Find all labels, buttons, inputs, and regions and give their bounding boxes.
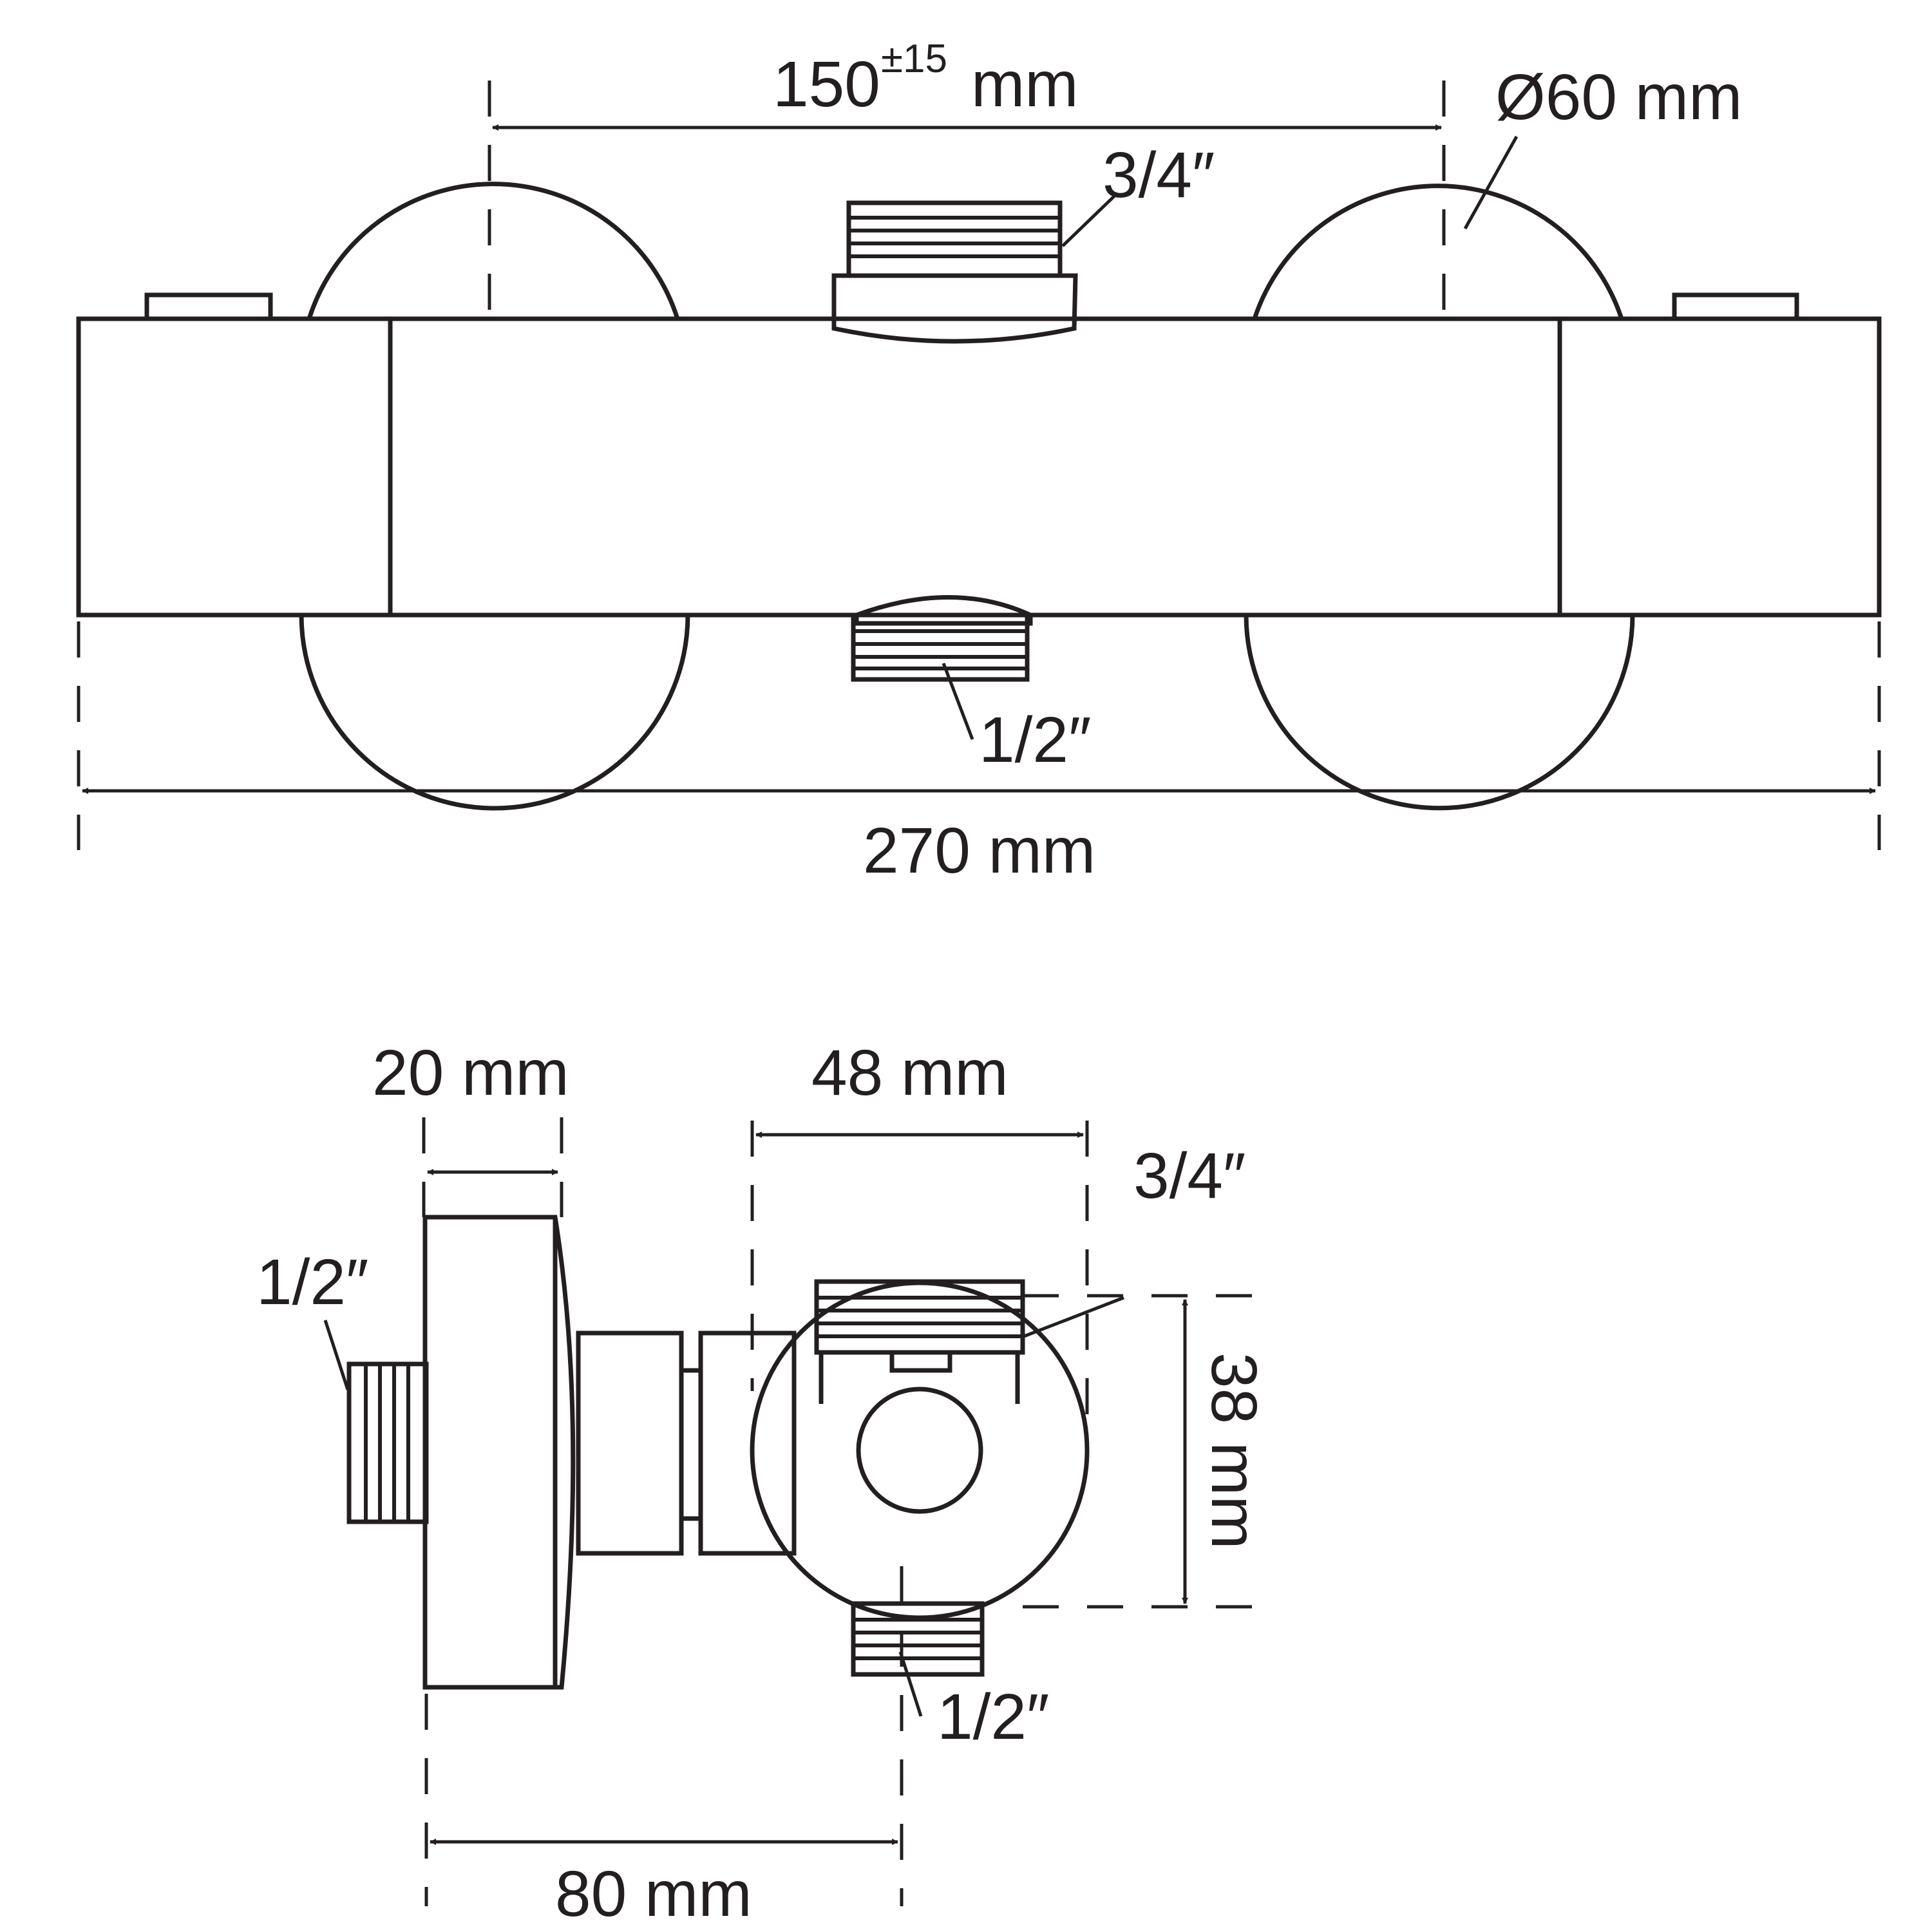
side-inlet-fitting [346, 1361, 429, 1524]
valve-body [76, 316, 1882, 618]
side-top-label: 3/4″ [1133, 1140, 1245, 1212]
top-outlet-label: 3/4″ [1103, 139, 1215, 211]
knob-side-inner [856, 1387, 983, 1514]
front-view: 150 ±15 mm Ø60 mm 3/4″ 1/2″ 270 mm [76, 37, 1882, 887]
width-label: 48 mm [811, 1037, 1009, 1109]
length-label: 270 mm [863, 815, 1095, 887]
side-bottom-label: 1/2″ [937, 1681, 1049, 1753]
diameter-leader [1463, 135, 1519, 230]
spacing-label: 150 [773, 48, 880, 120]
projection-label: 80 mm [555, 1858, 752, 1930]
bottom-inlet-fitting [851, 595, 1033, 682]
diameter-label: Ø60 mm [1495, 61, 1742, 133]
bottom-inlet-label: 1/2″ [979, 704, 1091, 776]
neck-ring [679, 1368, 703, 1521]
left-knob-top [307, 182, 680, 320]
side-inlet-leader [323, 1320, 350, 1390]
top-outlet-fitting [831, 200, 1078, 344]
left-cap-tab [144, 292, 273, 321]
depth-label: 20 mm [372, 1037, 569, 1109]
side-bottom-fitting [851, 1601, 985, 1677]
neck-block [576, 1331, 684, 1556]
side-bottom-leader [898, 1651, 923, 1717]
right-knob-top [1252, 184, 1624, 320]
spacing-tolerance: ±15 [881, 37, 947, 81]
body-side [698, 1331, 797, 1556]
spacing-unit: mm [971, 48, 1079, 120]
height-label: 38 mm [1198, 1352, 1270, 1549]
top-outlet-leader [1061, 192, 1119, 247]
wall-plate [422, 1215, 576, 1690]
knob-side-outer [750, 1280, 1090, 1620]
bottom-inlet-leader [942, 663, 974, 740]
right-knob-bottom [1244, 614, 1635, 811]
side-top-leader [1023, 1296, 1124, 1338]
side-inlet-label: 1/2″ [256, 1246, 368, 1318]
right-cap-tab [1672, 292, 1799, 321]
side-view: 1/2″ 3/4″ [256, 1037, 1270, 1930]
left-knob-bottom [299, 614, 690, 811]
